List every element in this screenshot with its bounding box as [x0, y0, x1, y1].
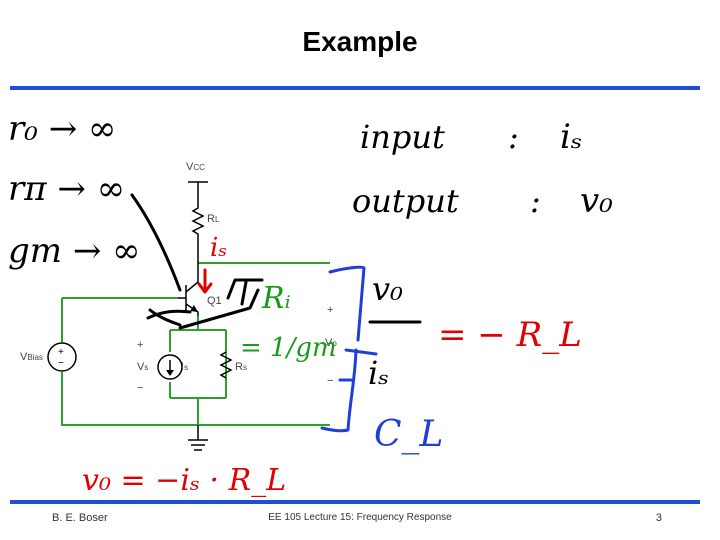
page-number: 3: [655, 512, 662, 524]
handwritten-cl-label: C_L: [374, 414, 443, 455]
handwritten-output-value: v₀: [580, 181, 613, 221]
q1-label: Q1: [207, 295, 222, 307]
vo-plus: +: [327, 304, 333, 316]
svg-text:+: +: [58, 347, 64, 358]
handwritten-gain-denominator: iₛ: [368, 354, 389, 392]
handwritten-output-colon: :: [530, 182, 541, 220]
vcc-label: VCC: [186, 161, 205, 173]
vo-label: Vo: [325, 337, 337, 349]
handwritten-ro-limit: r₀ → ∞: [8, 109, 116, 149]
vs-label: Vs: [137, 361, 148, 373]
transistor-q1: [178, 263, 199, 316]
handwritten-gm-limit: gm → ∞: [8, 231, 140, 271]
footer-author: B. E. Boser: [52, 512, 108, 524]
handwritten-gain-numerator: v₀: [372, 270, 403, 308]
handwritten-input-colon: :: [508, 118, 519, 156]
handwritten-is-red: iₛ: [210, 233, 227, 263]
rs-label: Rs: [235, 361, 247, 373]
rl-resistor: [191, 205, 205, 263]
footer-lecture-title: EE 105 Lecture 15: Frequency Response: [268, 512, 452, 523]
vs-minus: −: [137, 382, 143, 394]
handwritten-ri-value: = 1/gm: [240, 333, 337, 363]
footer-divider: [10, 500, 700, 504]
title-divider: [10, 86, 700, 90]
vs-plus: +: [137, 339, 143, 351]
handwritten-black-strokes: [130, 193, 264, 330]
ground-symbol: [188, 425, 208, 451]
is-current-source: [157, 354, 183, 380]
vcc-rail: [188, 181, 208, 205]
handwritten-input-value: iₛ: [560, 117, 582, 157]
rl-label: RL: [207, 213, 220, 225]
rs-resistor: [219, 351, 233, 379]
red-current-arrow: [197, 268, 213, 294]
handwritten-vo-formula: v₀ = −iₛ · R_L: [82, 463, 286, 498]
handwritten-input-label: input: [360, 118, 445, 156]
page-title: Example: [302, 26, 418, 57]
green-wires: [61, 262, 330, 426]
handwritten-ri-label: Rᵢ: [261, 281, 291, 316]
handwritten-output-label: output: [352, 182, 459, 220]
vbias-source: + −: [47, 342, 77, 372]
vbias-label: VBias: [20, 351, 43, 363]
is-label: Is: [181, 361, 188, 373]
svg-text:−: −: [58, 358, 64, 369]
blue-output-brackets: [320, 265, 378, 433]
vo-minus: −: [327, 375, 333, 387]
handwritten-rpi-limit: rπ → ∞: [8, 169, 125, 209]
handwritten-gain-result: = − R_L: [438, 315, 582, 355]
